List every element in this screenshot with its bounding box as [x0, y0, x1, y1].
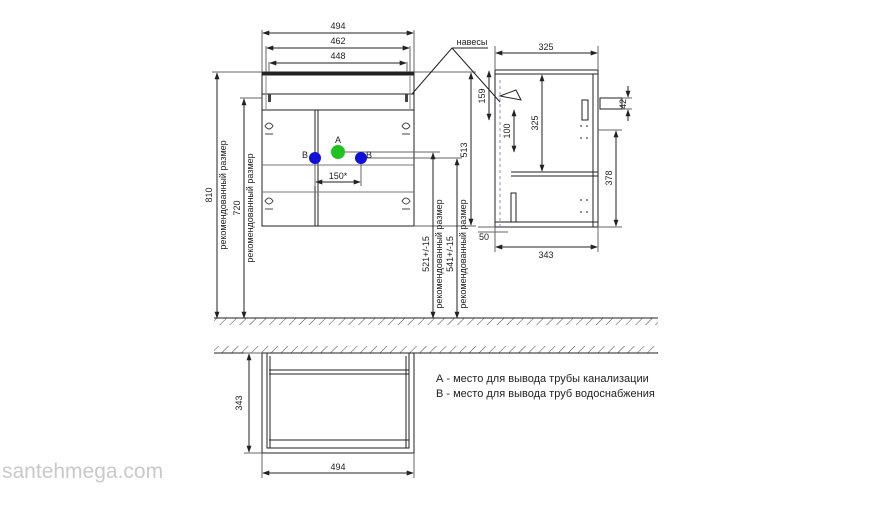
pipe-b-marker-left: [309, 152, 321, 164]
label-hinges: навесы: [457, 37, 488, 47]
side-cabinet-body: [494, 69, 599, 228]
label-pipe-b-height: 541+/-15: [445, 236, 455, 272]
label-side-bracket: 42: [618, 99, 628, 109]
label-side-height-shelf: 325: [530, 115, 540, 130]
front-countertop-band: [261, 93, 415, 111]
label-pipe-b-right-letter: B: [366, 150, 372, 160]
hinges-leader: [411, 47, 488, 95]
plan-cabinet-outline: [261, 352, 415, 454]
label-pipe-a-height: 521+/-15: [421, 236, 431, 272]
side-view: [478, 46, 632, 252]
label-side-height-mid: 100: [502, 123, 512, 138]
label-width-overall: 494: [330, 21, 345, 31]
dimension-labels: 494 462 448 навесы 150* A B B 810 рекоме…: [204, 21, 628, 472]
label-plan-width: 494: [330, 462, 345, 472]
pipe-a-marker: [331, 145, 345, 159]
label-side-height-right: 378: [604, 170, 614, 185]
label-width-inner: 462: [330, 36, 345, 46]
legend-item-b: В - место для вывода труб водоснабжения: [436, 388, 655, 400]
label-height-total-note: рекомендованный размер: [218, 140, 228, 249]
label-pipe-b-note: рекомендованный размер: [458, 199, 468, 308]
hinge-icon: [264, 122, 411, 210]
label-height-top: 720: [232, 200, 242, 215]
plan-view: [244, 352, 415, 478]
front-top-panel: [261, 71, 415, 76]
label-side-height-top: 159: [477, 88, 487, 103]
label-side-foot-offset: 50: [479, 232, 489, 242]
label-pipe-a-letter: A: [335, 135, 341, 145]
front-view: [212, 30, 501, 319]
pipe-b-marker-right: [355, 152, 367, 164]
label-height-top-note: рекомендованный размер: [245, 153, 255, 262]
label-side-depth-top: 325: [538, 42, 553, 52]
floor-hatch: [214, 317, 658, 325]
label-pipe-a-note: рекомендованный размер: [434, 199, 444, 308]
label-width-drawer: 448: [330, 51, 345, 61]
wall-hatch: [214, 346, 658, 354]
label-side-depth-bottom: 343: [538, 250, 553, 260]
legend: А - место для вывода трубы канализации В…: [436, 373, 655, 400]
watermark: santehmega.com: [2, 460, 163, 483]
label-pipe-b-left-letter: B: [302, 150, 308, 160]
label-pipe-spacing: 150*: [329, 171, 348, 181]
label-height-total: 810: [204, 187, 214, 202]
legend-item-a: А - место для вывода трубы канализации: [436, 373, 649, 385]
label-plan-depth: 343: [234, 395, 244, 410]
label-height-body: 513: [459, 142, 469, 157]
